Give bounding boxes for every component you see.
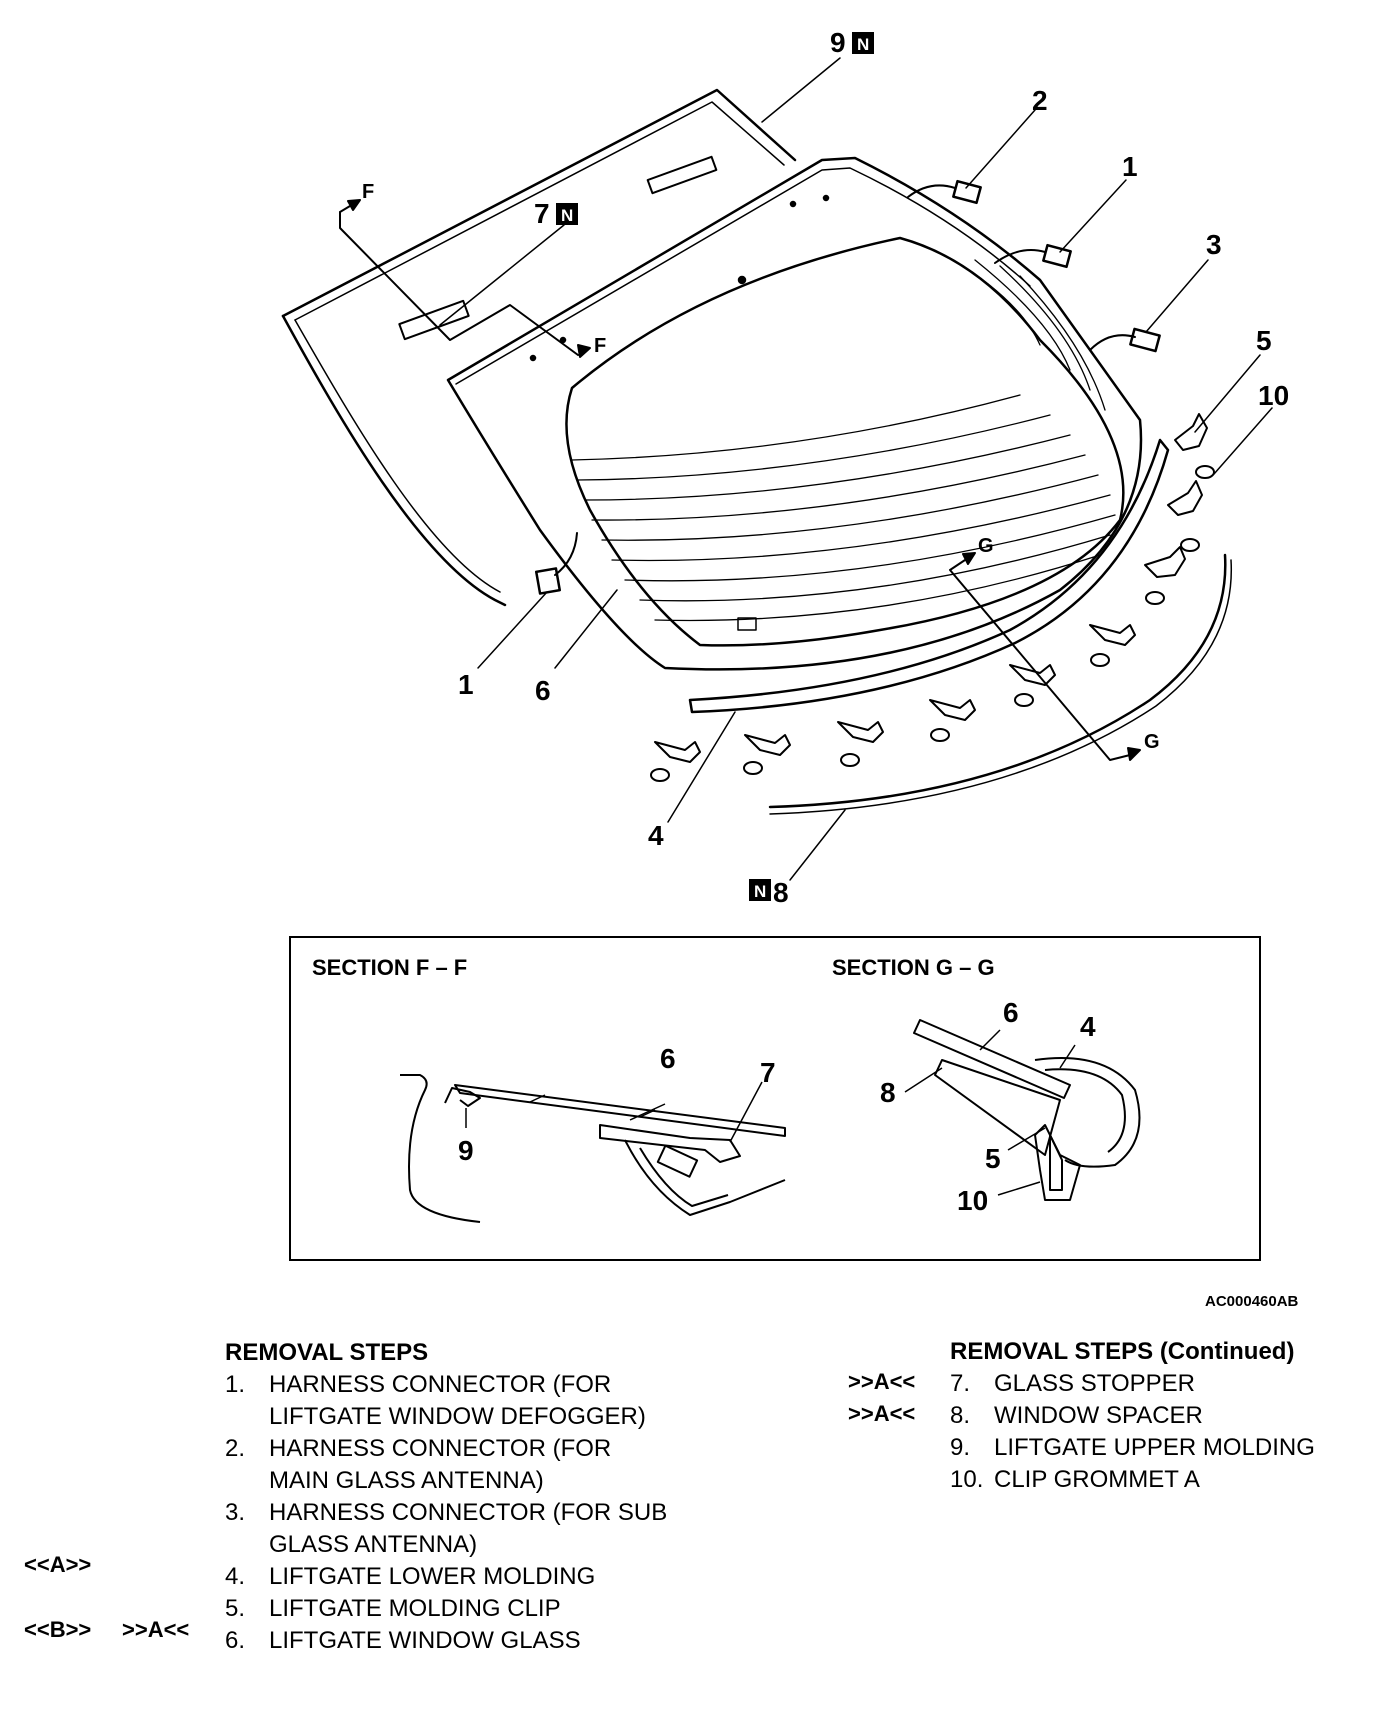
- step-text: LIFTGATE MOLDING CLIP: [269, 1595, 561, 1622]
- section-gg-callout-4: 4: [1080, 1011, 1096, 1042]
- svg-text:N: N: [561, 206, 573, 225]
- clip-grommets-group: [650, 465, 1215, 782]
- section-detail-box: [289, 936, 1261, 1261]
- callout-3: 3: [1206, 229, 1222, 260]
- section-f-line: [339, 199, 591, 358]
- section-g-line: [949, 552, 1141, 761]
- step-text: WINDOW SPACER: [994, 1402, 1203, 1429]
- step-number: 5.: [225, 1595, 246, 1622]
- svg-text:N: N: [754, 882, 766, 901]
- callout-8: 8: [773, 877, 789, 908]
- callout-7: 7: [534, 198, 550, 229]
- step-7: 7. GLASS STOPPER: [950, 1368, 1370, 1400]
- new-part-badge-7: N: [556, 203, 578, 225]
- step-number: 1.: [225, 1371, 246, 1398]
- section-ff-callout-6: 6: [660, 1043, 676, 1074]
- callout-10: 10: [1258, 380, 1289, 411]
- step-number: 9.: [950, 1434, 971, 1461]
- section-gg-callout-10: 10: [957, 1185, 988, 1216]
- upper-molding-outline: [281, 88, 797, 607]
- section-gg-callout-5: 5: [985, 1143, 1001, 1174]
- removal-steps-left: REMOVAL STEPS 1. HARNESS CONNECTOR (FOR …: [225, 1337, 745, 1657]
- step-4-mark: <<A>>: [24, 1552, 92, 1577]
- step-number: 7.: [950, 1370, 971, 1397]
- section-arrow-f-lower: F: [594, 335, 606, 357]
- step-number: 2.: [225, 1435, 246, 1462]
- section-gg-title: SECTION G – G: [832, 955, 995, 980]
- step-7-mark: >>A<<: [848, 1369, 916, 1394]
- step-number: 3.: [225, 1499, 246, 1526]
- step-text: LIFTGATE LOWER MOLDING: [269, 1563, 596, 1590]
- section-gg-callout-6: 6: [1003, 997, 1019, 1028]
- step-1: 1. HARNESS CONNECTOR (FOR LIFTGATE WINDO…: [225, 1369, 745, 1433]
- step-text: CLIP GROMMET A: [994, 1466, 1200, 1493]
- leader-lines: [439, 57, 1273, 881]
- molding-clips-group: [654, 413, 1208, 763]
- step-5: 5. LIFTGATE MOLDING CLIP: [225, 1593, 745, 1625]
- section-ff-callout-9: 9: [458, 1135, 474, 1166]
- step-6: 6. LIFTGATE WINDOW GLASS: [225, 1625, 745, 1657]
- callout-1-top: 1: [1122, 151, 1138, 182]
- section-ff-callout-7: 7: [760, 1057, 776, 1088]
- figure-code: AC000460AB: [1205, 1293, 1299, 1310]
- step-text: GLASS STOPPER: [994, 1370, 1195, 1397]
- removal-steps-continued-title: REMOVAL STEPS (Continued): [950, 1338, 1295, 1365]
- step-text: LIFTGATE UPPER MOLDING: [994, 1434, 1315, 1461]
- window-glass-outline: [446, 156, 1143, 671]
- step-number: 10.: [950, 1466, 984, 1493]
- new-part-badge-9: N: [852, 32, 874, 54]
- section-ff-title: SECTION F – F: [312, 955, 467, 980]
- removal-steps-title: REMOVAL STEPS: [225, 1339, 429, 1366]
- section-gg-callout-8: 8: [880, 1077, 896, 1108]
- step-3: 3. HARNESS CONNECTOR (FOR SUB GLASS ANTE…: [225, 1497, 745, 1561]
- section-ff-drawing: [400, 1074, 786, 1223]
- connector-1-bottom-shape: [534, 532, 578, 595]
- step-text: HARNESS CONNECTOR (FOR LIFTGATE WINDOW D…: [269, 1371, 646, 1430]
- new-part-badge-8: N: [749, 879, 771, 901]
- window-spacer-shape: [768, 553, 1233, 815]
- step-8-mark: >>A<<: [848, 1401, 916, 1426]
- step-8: 8. WINDOW SPACER: [950, 1400, 1370, 1432]
- step-2: 2. HARNESS CONNECTOR (FOR MAIN GLASS ANT…: [225, 1433, 745, 1497]
- section-arrow-g-upper: G: [978, 535, 994, 557]
- step-text: HARNESS CONNECTOR (FOR SUB GLASS ANTENNA…: [269, 1499, 668, 1558]
- step-10: 10. CLIP GROMMET A: [950, 1464, 1370, 1496]
- svg-text:N: N: [857, 35, 869, 54]
- step-text: HARNESS CONNECTOR (FOR MAIN GLASS ANTENN…: [269, 1435, 612, 1494]
- callout-9: 9: [830, 27, 846, 58]
- connector-3-shape: [1089, 327, 1161, 353]
- callout-5: 5: [1256, 325, 1272, 356]
- step-9: 9. LIFTGATE UPPER MOLDING: [950, 1432, 1370, 1464]
- section-gg-drawing: [904, 1019, 1141, 1201]
- step-6-mark-2: >>A<<: [122, 1617, 190, 1642]
- section-arrow-g-lower: G: [1144, 731, 1160, 753]
- lower-molding-shape: [688, 438, 1170, 714]
- step-number: 8.: [950, 1402, 971, 1429]
- section-arrow-f-upper: F: [362, 181, 374, 203]
- removal-steps-right: REMOVAL STEPS (Continued) 7. GLASS STOPP…: [950, 1336, 1370, 1496]
- callout-4: 4: [648, 820, 664, 851]
- callout-2: 2: [1032, 85, 1048, 116]
- step-number: 6.: [225, 1627, 246, 1654]
- callout-1-bottom: 1: [458, 669, 474, 700]
- step-6-mark-1: <<B>>: [24, 1617, 92, 1642]
- step-number: 4.: [225, 1563, 246, 1590]
- callout-6: 6: [535, 675, 551, 706]
- step-text: LIFTGATE WINDOW GLASS: [269, 1627, 581, 1654]
- step-4: 4. LIFTGATE LOWER MOLDING: [225, 1561, 745, 1593]
- connector-1-top-shape: [994, 243, 1072, 269]
